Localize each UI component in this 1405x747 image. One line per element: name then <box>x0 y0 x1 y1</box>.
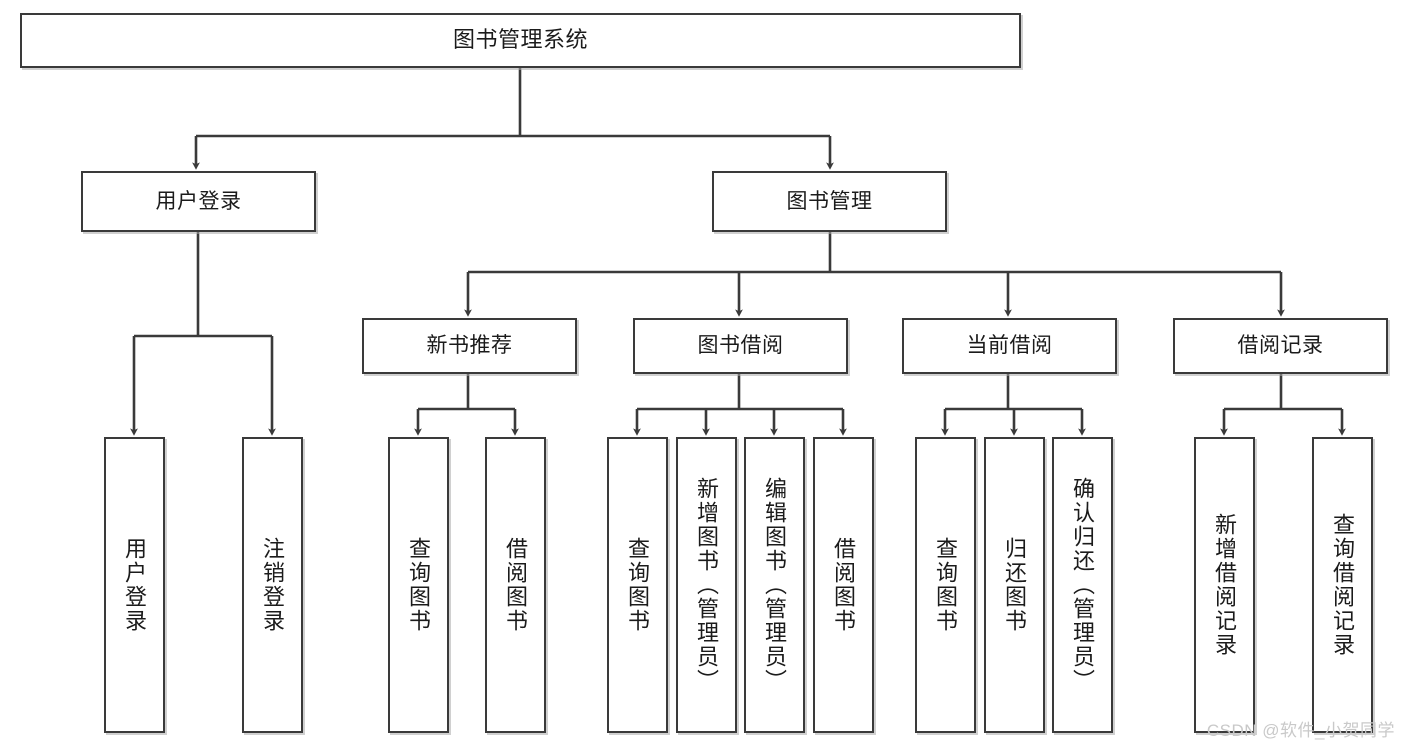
node-leaf-return-book-label: 归还图书 <box>1002 537 1028 633</box>
node-current-borrow-label: 当前借阅 <box>966 334 1053 358</box>
node-current-borrow[interactable]: 当前借阅 <box>902 318 1117 374</box>
node-leaf-logout[interactable]: 注销登录 <box>242 437 303 733</box>
node-leaf-query-book-3-label: 查询图书 <box>933 537 959 633</box>
node-user-login-label: 用户登录 <box>155 189 242 213</box>
node-leaf-return-book[interactable]: 归还图书 <box>984 437 1045 733</box>
node-leaf-user-login[interactable]: 用户登录 <box>104 437 165 733</box>
node-root[interactable]: 图书管理系统 <box>20 13 1021 68</box>
watermark: CSDN @软件_小贺同学 <box>1206 721 1395 740</box>
node-leaf-add-record-label: 新增借阅记录 <box>1212 513 1238 657</box>
node-leaf-query-record-label: 查询借阅记录 <box>1330 513 1356 657</box>
node-leaf-borrow-book-1[interactable]: 借阅图书 <box>485 437 546 733</box>
node-new-book-recommend-label: 新书推荐 <box>426 334 513 358</box>
node-leaf-query-book-2[interactable]: 查询图书 <box>607 437 668 733</box>
node-leaf-borrow-book-2-label: 借阅图书 <box>831 537 857 633</box>
node-leaf-logout-label: 注销登录 <box>260 537 286 633</box>
node-book-borrow-label: 图书借阅 <box>697 334 784 358</box>
node-leaf-add-book[interactable]: 新增图书（管理员） <box>676 437 737 733</box>
node-new-book-recommend[interactable]: 新书推荐 <box>362 318 577 374</box>
node-leaf-borrow-book-2[interactable]: 借阅图书 <box>813 437 874 733</box>
node-leaf-confirm-return-label: 确认归还（管理员） <box>1070 477 1096 693</box>
node-leaf-add-record[interactable]: 新增借阅记录 <box>1194 437 1255 733</box>
node-root-label: 图书管理系统 <box>452 27 588 53</box>
node-borrow-record-label: 借阅记录 <box>1237 334 1324 358</box>
node-book-borrow[interactable]: 图书借阅 <box>633 318 848 374</box>
node-leaf-query-book-1-label: 查询图书 <box>406 537 432 633</box>
node-borrow-record[interactable]: 借阅记录 <box>1173 318 1388 374</box>
node-leaf-query-book-1[interactable]: 查询图书 <box>388 437 449 733</box>
node-leaf-user-login-label: 用户登录 <box>122 537 148 633</box>
node-leaf-edit-book[interactable]: 编辑图书（管理员） <box>744 437 805 733</box>
node-leaf-confirm-return[interactable]: 确认归还（管理员） <box>1052 437 1113 733</box>
node-leaf-query-book-3[interactable]: 查询图书 <box>915 437 976 733</box>
node-leaf-query-book-2-label: 查询图书 <box>625 537 651 633</box>
node-leaf-query-record[interactable]: 查询借阅记录 <box>1312 437 1373 733</box>
node-leaf-edit-book-label: 编辑图书（管理员） <box>762 477 788 693</box>
node-user-login[interactable]: 用户登录 <box>81 171 316 232</box>
node-leaf-borrow-book-1-label: 借阅图书 <box>503 537 529 633</box>
node-leaf-add-book-label: 新增图书（管理员） <box>694 477 720 693</box>
node-book-manage[interactable]: 图书管理 <box>712 171 947 232</box>
node-book-manage-label: 图书管理 <box>786 189 873 213</box>
